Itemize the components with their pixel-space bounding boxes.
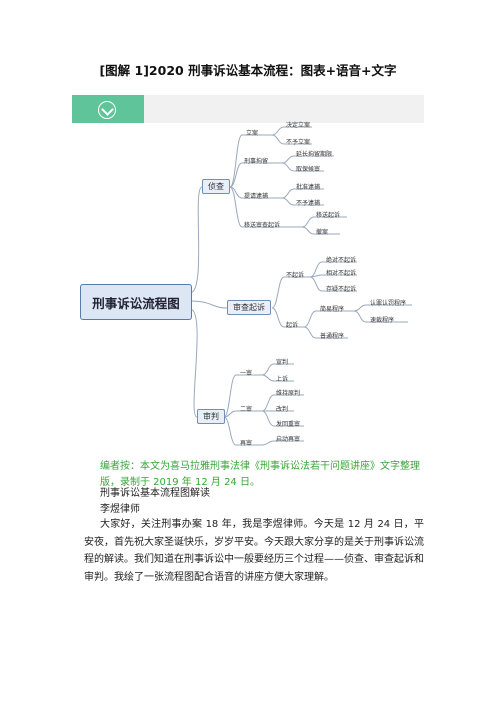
mindmap-header-bar <box>144 95 424 123</box>
node-buqisu-2: 相对不起诉 <box>326 270 357 277</box>
node-lian: 立案 <box>246 130 259 137</box>
mindmap-figure: 刑事诉讼流程图 侦查 审查起诉 审判 立案 决定立案 不予立案 刑事拘留 延长拘… <box>72 95 424 450</box>
node-yisong-1: 移送起诉 <box>316 212 341 219</box>
node-zaishen-1: 启动再审 <box>276 436 301 443</box>
branch-shenpan: 审判 <box>197 409 225 424</box>
mindmap-central-node: 刑事诉讼流程图 <box>80 284 192 320</box>
node-buqisu-1: 绝对不起诉 <box>326 257 357 264</box>
node-lian-1: 决定立案 <box>286 122 311 129</box>
node-ershen-2: 改判 <box>276 406 289 413</box>
author-name: 李煜律师 <box>100 504 140 515</box>
node-zaishen: 再审 <box>240 440 253 447</box>
branch-zhencha: 侦查 <box>202 179 230 194</box>
node-yishen: 一审 <box>240 370 253 377</box>
branch-shencha: 审查起诉 <box>227 300 271 315</box>
node-buqisu-3: 存疑不起诉 <box>326 286 357 293</box>
node-ershen: 二审 <box>240 406 253 413</box>
node-yishen-2: 上诉 <box>276 376 289 383</box>
node-juliu-1: 延长拘留期限 <box>296 151 333 158</box>
mindmap-connectors <box>189 126 412 446</box>
section-subtitle: 刑事诉讼基本流程图解读 <box>100 488 210 499</box>
node-daibu-1: 批准逮捕 <box>296 184 321 191</box>
editor-note: 编者按：本文为喜马拉雅刑事法律《刑事诉讼法若干问题讲座》文字整理版，录制于 20… <box>100 461 420 488</box>
document-title: [图解 1]2020 刑事诉讼基本流程：图表+语音+文字 <box>99 63 397 78</box>
node-buqisu: 不起诉 <box>286 272 305 279</box>
node-jianyi: 简易程序 <box>320 306 345 313</box>
node-lian-2: 不予立案 <box>286 139 311 146</box>
logo-badge <box>72 95 144 123</box>
body-paragraph: 大家好，关注刑事办案 18 年，我是李煜律师。今天是 12 月 24 日，平安夜… <box>84 519 424 583</box>
node-yishen-1: 宣判 <box>276 359 289 366</box>
node-daibu: 提请逮捕 <box>244 193 269 200</box>
node-jianyi-1: 认罪认罚程序 <box>370 300 407 307</box>
node-juliu: 刑事拘留 <box>244 158 269 165</box>
node-putong: 普通程序 <box>320 333 345 340</box>
check-circle-icon <box>98 101 116 119</box>
node-qisu: 起诉 <box>286 322 299 329</box>
node-yisong: 移送审查起诉 <box>244 222 281 229</box>
node-ershen-1: 维持原判 <box>276 390 301 397</box>
node-daibu-2: 不予逮捕 <box>296 200 321 207</box>
node-juliu-2: 取保候审 <box>296 166 321 173</box>
node-jianyi-2: 速裁程序 <box>370 317 395 324</box>
node-yisong-2: 撤案 <box>316 229 329 236</box>
node-ershen-3: 发回重审 <box>276 421 301 428</box>
